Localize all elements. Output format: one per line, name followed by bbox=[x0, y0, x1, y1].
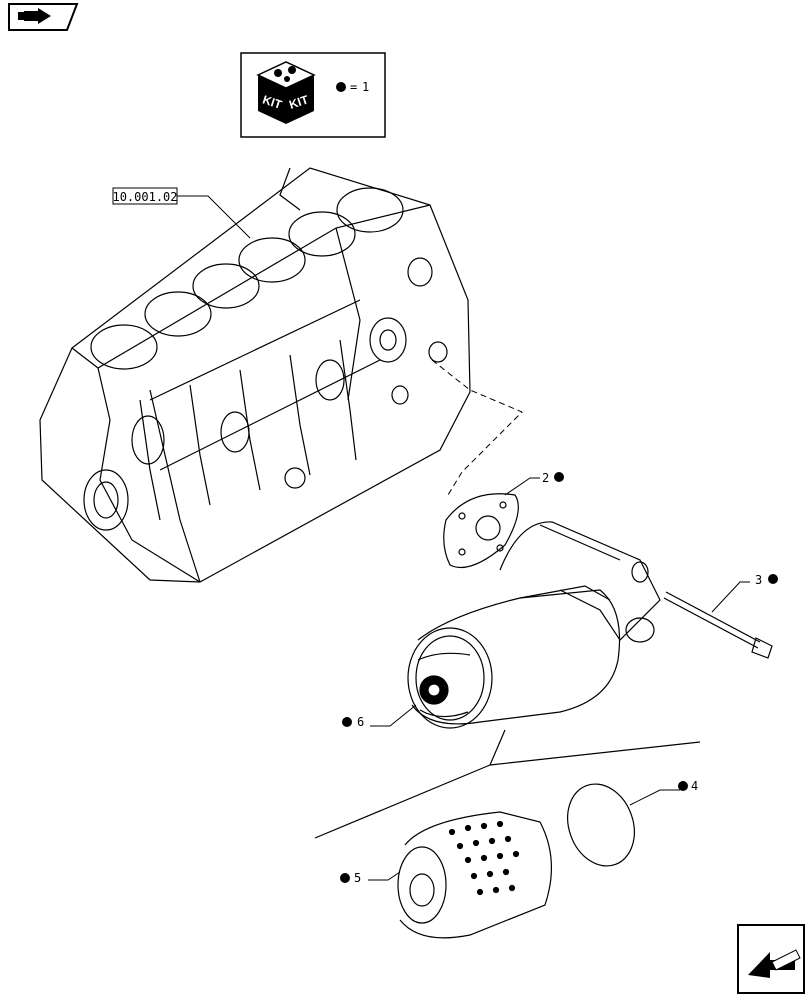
kit-label-right: KIT bbox=[287, 92, 310, 111]
callout-5[interactable]: 5 bbox=[340, 871, 401, 885]
callout-6-number: 6 bbox=[357, 715, 364, 729]
callout-3[interactable]: 3 bbox=[711, 573, 778, 613]
callout-2-number: 2 bbox=[542, 471, 549, 485]
next-page-arrow-icon[interactable] bbox=[737, 924, 805, 994]
callout-2[interactable]: 2 bbox=[504, 471, 564, 496]
filter-element bbox=[397, 811, 552, 939]
gasket bbox=[443, 493, 519, 569]
callout-3-number: 3 bbox=[755, 573, 762, 587]
callout-4[interactable]: 4 bbox=[629, 779, 698, 806]
o-ring-seal bbox=[567, 783, 635, 867]
reference-callout[interactable]: 10.001.02 bbox=[112, 187, 251, 239]
oil-filter-housing bbox=[407, 585, 621, 729]
callout-5-bullet-icon bbox=[340, 873, 350, 883]
prev-page-arrow-icon[interactable] bbox=[8, 3, 79, 31]
bolt bbox=[663, 591, 773, 659]
kit-bullet-icon bbox=[336, 82, 346, 92]
filter-housing-bracket bbox=[499, 521, 661, 643]
explosion-guide-lines bbox=[314, 729, 701, 839]
kit-legend-value: 1 bbox=[362, 80, 369, 94]
callout-6-bullet-icon bbox=[342, 717, 352, 727]
callout-4-number: 4 bbox=[691, 779, 698, 793]
callout-6[interactable]: 6 bbox=[342, 704, 417, 729]
reference-label: 10.001.02 bbox=[112, 190, 177, 204]
kit-legend-box: KIT KIT = 1 bbox=[240, 52, 386, 138]
callout-4-bullet-icon bbox=[678, 781, 688, 791]
engine-block bbox=[39, 167, 471, 583]
callout-3-bullet-icon bbox=[768, 574, 778, 584]
callout-5-number: 5 bbox=[354, 871, 361, 885]
kit-label-left: KIT bbox=[261, 93, 284, 112]
kit-equals-sign: = bbox=[350, 80, 357, 94]
callout-2-bullet-icon bbox=[554, 472, 564, 482]
kit-box-icon: KIT KIT bbox=[256, 61, 316, 124]
assembly-dashed-line bbox=[431, 359, 523, 496]
